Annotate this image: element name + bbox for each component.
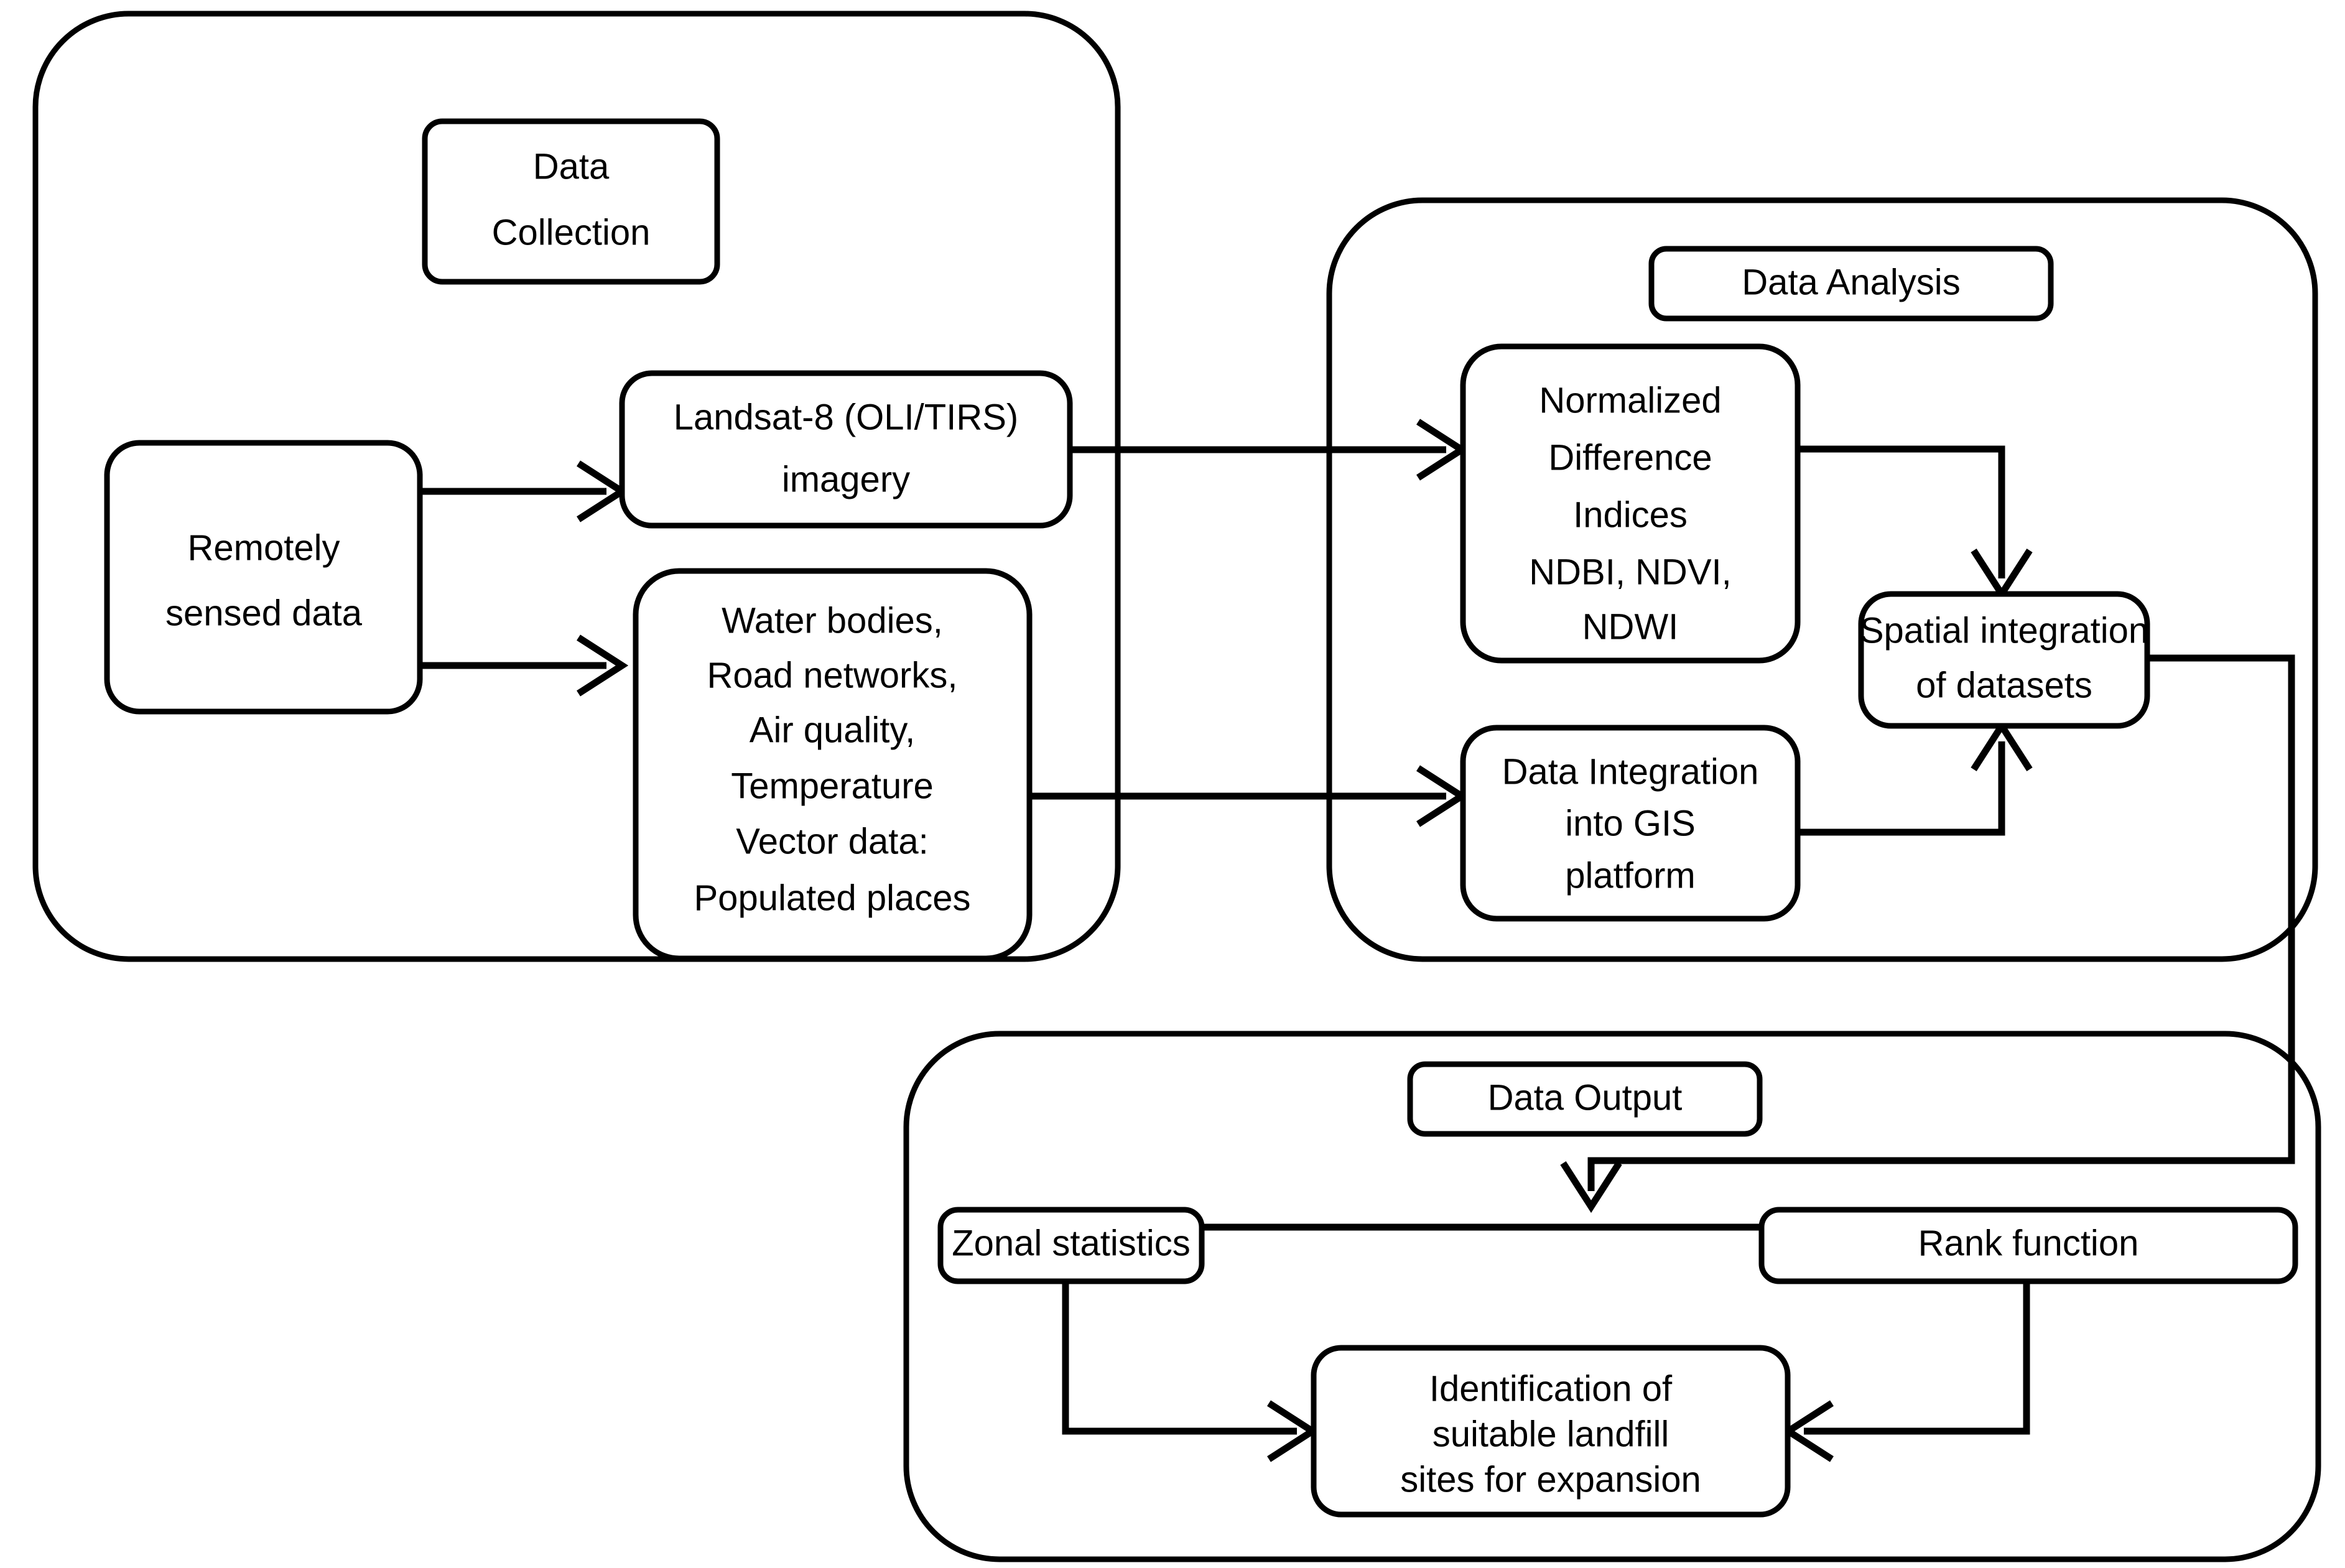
- node-gis-integration[interactable]: Data Integration into GIS platform: [1460, 725, 1801, 922]
- ndi-line-4: NDBI, NDVI,: [1529, 552, 1732, 592]
- vector-line-3: Air quality,: [750, 710, 915, 750]
- identification-line-2: suitable landfill: [1433, 1414, 1669, 1454]
- rank-function-label: Rank function: [1918, 1223, 2139, 1263]
- node-zonal-statistics[interactable]: Zonal statistics: [937, 1207, 1205, 1284]
- node-rank-function[interactable]: Rank function: [1758, 1207, 2298, 1284]
- vector-line-2: Road networks,: [707, 655, 958, 695]
- data-collection-title-line1: Data: [533, 146, 610, 187]
- node-normalized-difference-indices[interactable]: Normalized Difference Indices NDBI, NDVI…: [1460, 343, 1801, 664]
- vector-line-4: Temperature: [731, 766, 934, 806]
- gis-line-1: Data Integration: [1502, 751, 1759, 792]
- zonal-statistics-label: Zonal statistics: [952, 1223, 1191, 1263]
- vector-line-1: Water bodies,: [722, 600, 943, 641]
- ndi-line-2: Difference: [1548, 437, 1712, 478]
- label-chip-data-output: Data Output: [1407, 1061, 1763, 1137]
- data-collection-title-line2: Collection: [492, 212, 651, 253]
- spatial-line-2: of datasets: [1916, 665, 2092, 705]
- label-chip-data-collection: Data Collection: [422, 118, 720, 285]
- node-spatial-integration[interactable]: Spatial integration of datasets: [1858, 591, 2150, 729]
- landsat-line-1: Landsat-8 (OLI/TIRS): [674, 397, 1018, 437]
- gis-line-2: into GIS: [1565, 803, 1696, 843]
- ndi-line-3: Indices: [1573, 494, 1688, 535]
- node-landsat-imagery[interactable]: Landsat-8 (OLI/TIRS) imagery: [619, 370, 1073, 529]
- remotely-sensed-line-1: Remotely: [188, 527, 340, 568]
- identification-line-1: Identification of: [1429, 1368, 1673, 1409]
- node-remotely-sensed-data[interactable]: Remotely sensed data: [104, 440, 423, 715]
- label-chip-data-analysis: Data Analysis: [1648, 246, 2054, 322]
- identification-line-3: sites for expansion: [1400, 1459, 1701, 1500]
- vector-line-5: Vector data:: [736, 821, 929, 861]
- edge-remotely-to-vector: [420, 634, 629, 697]
- spatial-line-1: Spatial integration: [1860, 610, 2148, 651]
- node-identification[interactable]: Identification of suitable landfill site…: [1311, 1345, 1791, 1518]
- ndi-line-1: Normalized: [1539, 380, 1721, 420]
- node-vector-sources[interactable]: Water bodies, Road networks, Air quality…: [633, 568, 1033, 962]
- ndi-line-5: NDWI: [1582, 606, 1679, 647]
- gis-line-3: platform: [1565, 855, 1696, 896]
- data-analysis-title: Data Analysis: [1742, 262, 1960, 302]
- data-output-title: Data Output: [1488, 1077, 1683, 1118]
- edge-spatial-to-rank: [1560, 654, 2295, 1213]
- landsat-line-2: imagery: [782, 459, 910, 499]
- remotely-sensed-line-2: sensed data: [165, 593, 363, 633]
- vector-line-6: Populated places: [694, 878, 971, 918]
